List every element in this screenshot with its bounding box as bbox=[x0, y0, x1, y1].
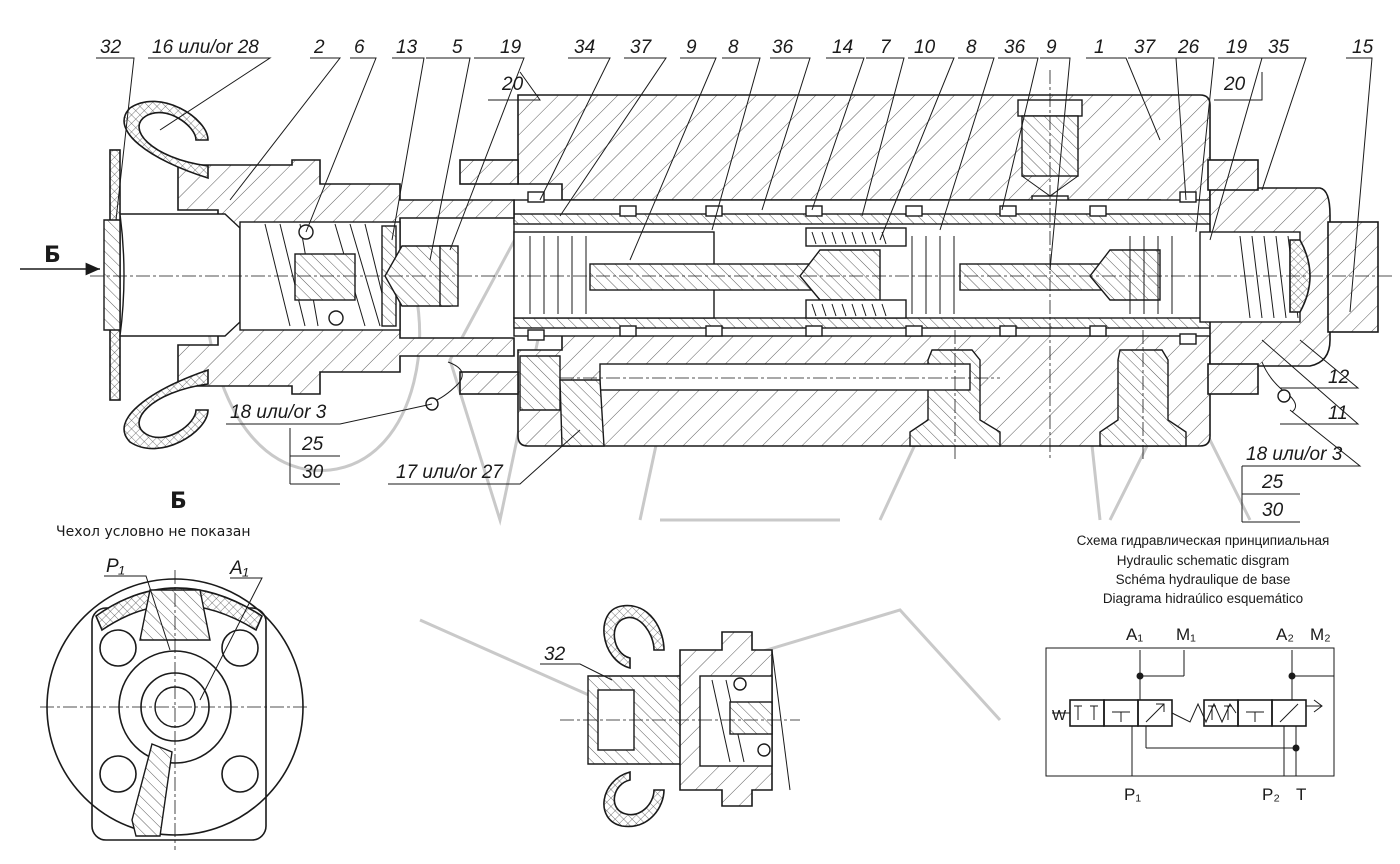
label-18-left: 18 или/or 3 bbox=[230, 402, 327, 423]
label-15: 15 bbox=[1352, 37, 1374, 58]
label-8-right: 8 bbox=[966, 37, 977, 58]
port-p1-label: P₁ bbox=[106, 556, 125, 577]
port-a1-label: A₁ bbox=[229, 558, 249, 579]
label-19-right: 19 bbox=[1226, 37, 1248, 58]
label-30-left: 30 bbox=[302, 462, 324, 483]
view-arrow-letter: Б bbox=[44, 243, 61, 268]
schematic-caption-es: Diagrama hidraúlico esquemático bbox=[1103, 591, 1303, 606]
seals bbox=[527, 191, 1197, 345]
schematic-caption-fr: Schéma hydraulique de base bbox=[1116, 572, 1291, 587]
callout-labels: 32 16 или/or 28 2 6 13 5 19 34 37 9 8 36… bbox=[100, 37, 1374, 521]
port-t: T bbox=[1296, 785, 1306, 804]
label-12: 12 bbox=[1328, 367, 1350, 388]
port-m2: M₂ bbox=[1310, 625, 1331, 644]
view-b-note: Чехол условно не показан bbox=[56, 524, 251, 540]
detail-label-32: 32 bbox=[544, 644, 566, 665]
port-a2: A₂ bbox=[1276, 625, 1294, 644]
port-a1: A₁ bbox=[1126, 625, 1143, 644]
label-16-28: 16 или/or 28 bbox=[152, 37, 259, 58]
port-m1: M₁ bbox=[1176, 625, 1196, 644]
label-11: 11 bbox=[1328, 403, 1348, 424]
label-8-left: 8 bbox=[728, 37, 739, 58]
hydraulic-schematic: Схема гидравлическая принципиальная Hydr… bbox=[1045, 533, 1335, 804]
label-17-27: 17 или/or 27 bbox=[396, 462, 504, 483]
port-p2: P₂ bbox=[1262, 785, 1280, 804]
label-37-left: 37 bbox=[630, 37, 653, 58]
label-25-left: 25 bbox=[301, 434, 324, 455]
label-37-right: 37 bbox=[1134, 37, 1157, 58]
label-34: 34 bbox=[574, 37, 595, 58]
label-1: 1 bbox=[1094, 37, 1105, 58]
label-10: 10 bbox=[914, 37, 936, 58]
label-25-right: 25 bbox=[1261, 472, 1284, 493]
view-b-title: Б bbox=[170, 489, 187, 514]
label-30-right: 30 bbox=[1262, 500, 1284, 521]
label-19-left: 19 bbox=[500, 37, 522, 58]
schematic-caption-ru: Схема гидравлическая принципиальная bbox=[1077, 533, 1330, 548]
port-p1: P₁ bbox=[1124, 785, 1141, 804]
schematic-caption-en: Hydraulic schematic disgram bbox=[1117, 553, 1290, 568]
label-35: 35 bbox=[1268, 37, 1290, 58]
label-20-left: 20 bbox=[501, 74, 524, 95]
label-6: 6 bbox=[354, 37, 365, 58]
label-36-left: 36 bbox=[772, 37, 794, 58]
view-arrow: Б bbox=[20, 243, 100, 276]
label-13: 13 bbox=[396, 37, 418, 58]
label-32: 32 bbox=[100, 37, 122, 58]
label-2: 2 bbox=[313, 37, 325, 58]
label-18-right: 18 или/or 3 bbox=[1246, 444, 1343, 465]
label-36-right: 36 bbox=[1004, 37, 1026, 58]
label-26: 26 bbox=[1177, 37, 1200, 58]
label-14: 14 bbox=[832, 37, 853, 58]
label-20-right: 20 bbox=[1223, 74, 1246, 95]
valve-section bbox=[90, 70, 1392, 460]
detail-view: 32 bbox=[540, 604, 800, 828]
label-5: 5 bbox=[452, 37, 463, 58]
label-7: 7 bbox=[880, 37, 892, 58]
port-w: W bbox=[1052, 707, 1067, 724]
label-9-right: 9 bbox=[1046, 37, 1057, 58]
view-b: Б Чехол условно не показан P₁ A₁ bbox=[40, 489, 310, 850]
callout-leaders bbox=[96, 57, 1373, 523]
label-9-left: 9 bbox=[686, 37, 697, 58]
